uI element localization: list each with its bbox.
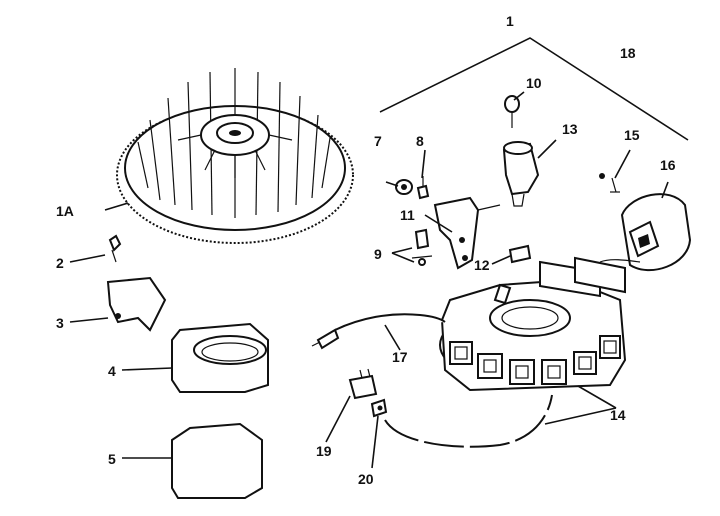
connector-19 [348, 368, 378, 400]
label-20: 20 [358, 471, 374, 487]
leader-lines [69, 37, 689, 469]
label-18: 18 [620, 45, 636, 61]
label-8: 8 [416, 133, 424, 149]
screw-8 [416, 176, 430, 200]
bracket [106, 276, 167, 332]
ring-part [171, 322, 269, 393]
label-12: 12 [474, 257, 490, 273]
screw-20 [370, 398, 388, 418]
label-10: 10 [526, 75, 542, 91]
callout-labels: 1 1A 2 3 4 5 7 8 9 10 11 12 13 14 15 16 … [56, 13, 676, 487]
label-4: 4 [108, 363, 116, 379]
label-9: 9 [374, 246, 382, 262]
switch-bracket [433, 196, 501, 270]
loop-wire [384, 394, 553, 448]
label-16: 16 [660, 157, 676, 173]
part-15 [599, 173, 620, 193]
flywheel-key [108, 234, 122, 263]
label-11: 11 [400, 207, 415, 223]
label-17: 17 [392, 349, 408, 365]
label-1: 1 [506, 13, 514, 29]
screws-9 [411, 228, 433, 266]
label-5: 5 [108, 451, 116, 467]
wire-lead [311, 313, 446, 350]
stator-assembly [439, 256, 627, 392]
label-14: 14 [610, 407, 626, 423]
cover-plate [171, 422, 263, 499]
label-3: 3 [56, 315, 64, 331]
label-19: 19 [316, 443, 332, 459]
flywheel [116, 68, 354, 244]
label-15: 15 [624, 127, 640, 143]
label-2: 2 [56, 255, 64, 271]
label-1a: 1A [56, 203, 74, 219]
pin-10 [504, 95, 520, 128]
washer-7 [395, 179, 413, 195]
ignition-module-16 [599, 193, 692, 272]
part-12 [508, 244, 532, 264]
label-7: 7 [374, 133, 382, 149]
coil-13 [502, 141, 540, 207]
label-13: 13 [562, 121, 578, 137]
